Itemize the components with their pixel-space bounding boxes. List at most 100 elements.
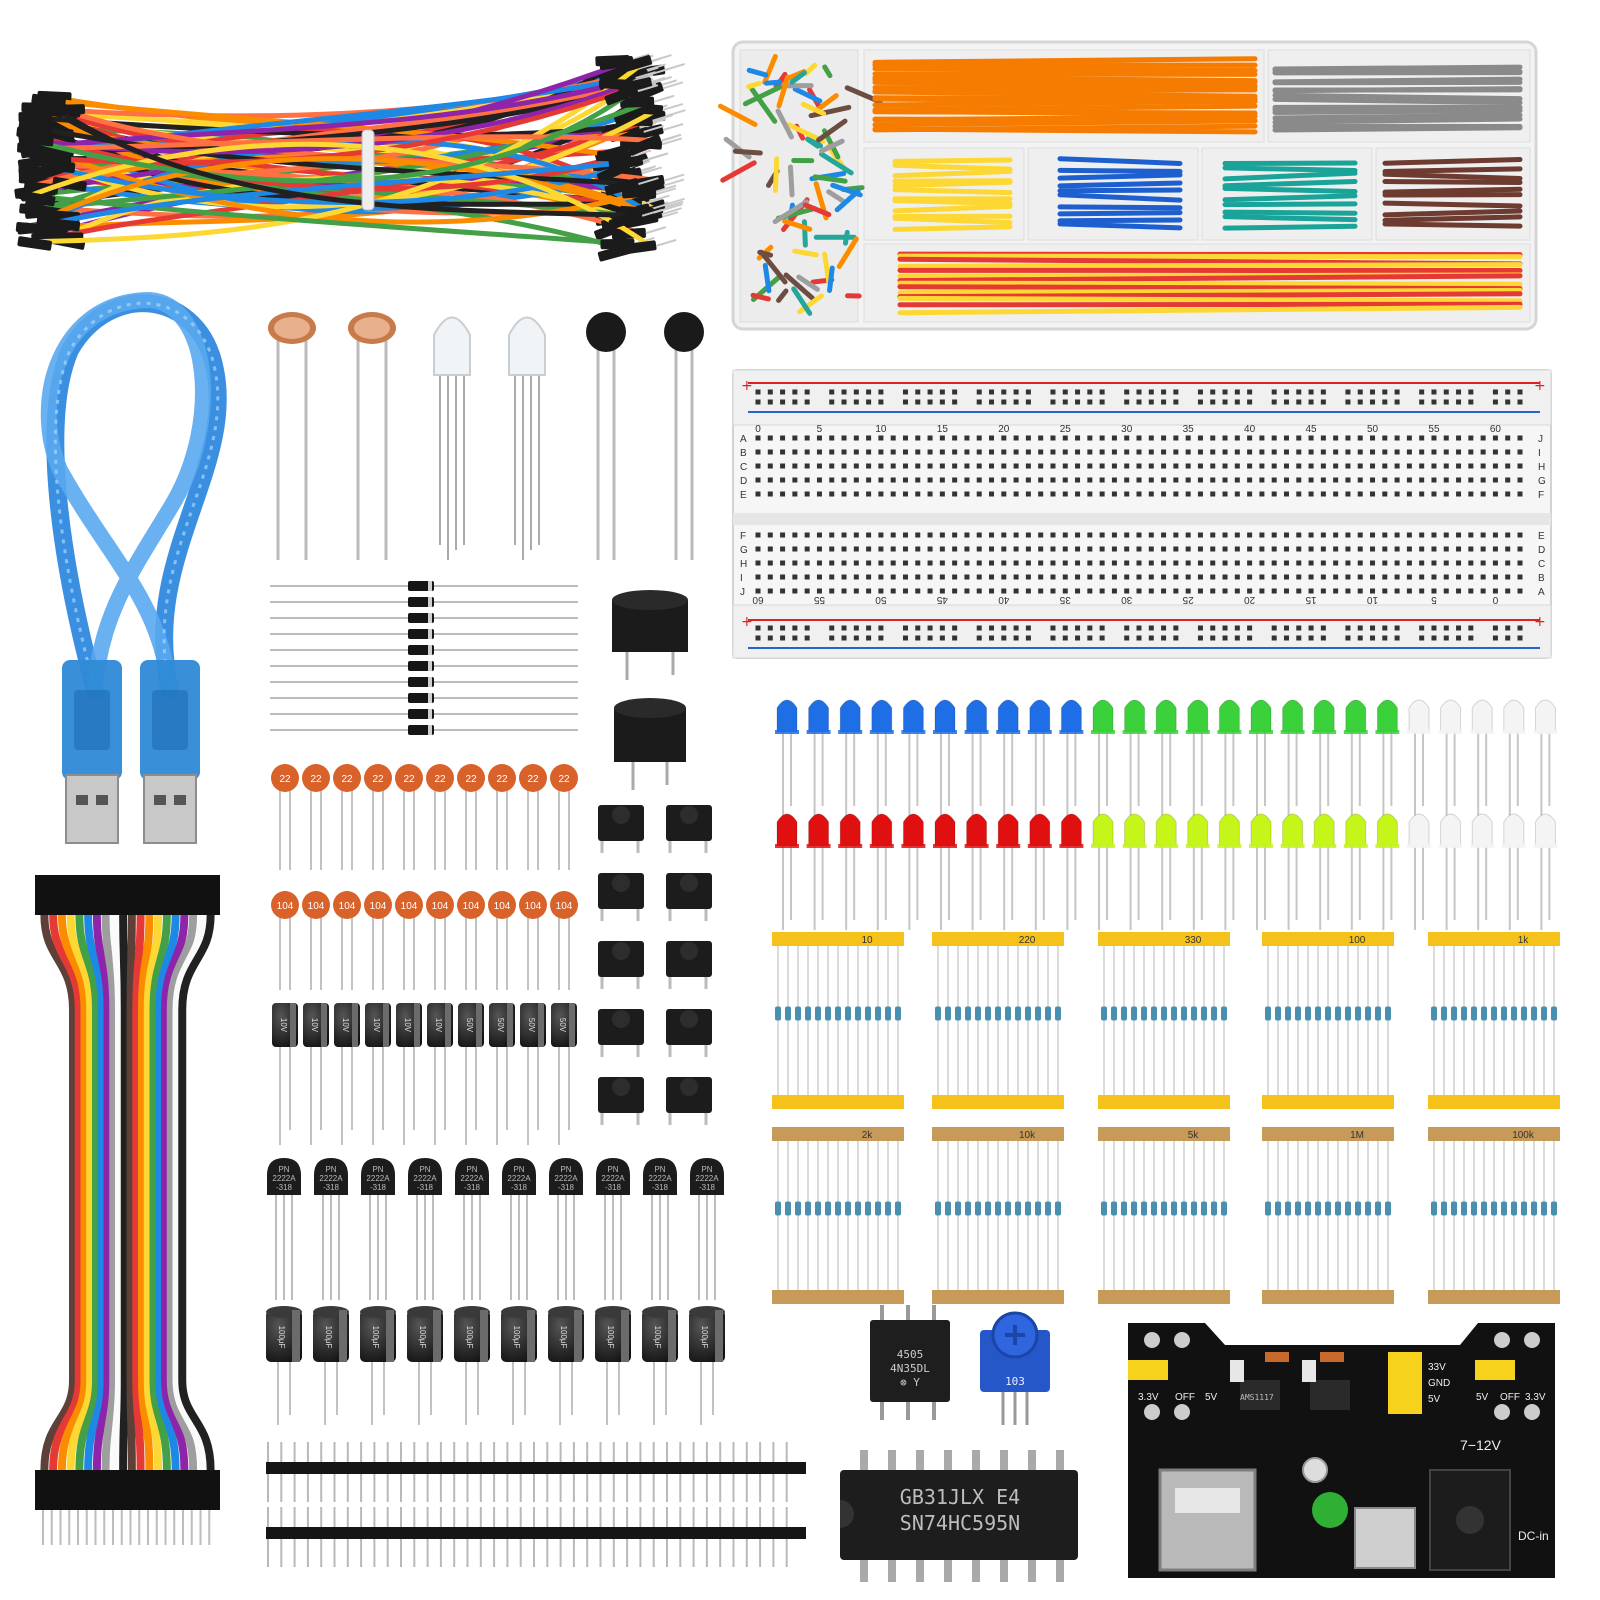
breadboard-hole xyxy=(1136,560,1142,566)
breadboard-hole xyxy=(816,574,822,580)
jumper-wire xyxy=(24,141,653,249)
rgb-leds xyxy=(433,316,546,560)
led xyxy=(1376,813,1398,847)
breadboard-hole xyxy=(1443,532,1449,538)
resistor-body xyxy=(1265,1201,1271,1216)
breadboard-hole xyxy=(1161,435,1167,441)
breadboard-rail-hole xyxy=(902,399,908,405)
capacitor-label: 22 xyxy=(465,774,477,785)
resistor-body xyxy=(1131,1006,1137,1021)
diode-band xyxy=(428,661,432,671)
led-rim xyxy=(1185,844,1210,848)
breadboard-rail-hole xyxy=(1075,635,1081,641)
resistor-tape xyxy=(932,1127,1064,1141)
jumper-wire xyxy=(54,107,639,219)
ceramic-capacitor xyxy=(302,764,330,792)
transistor-label-1: PN xyxy=(325,1165,336,1174)
resistor-body xyxy=(1345,1006,1351,1021)
led xyxy=(776,699,798,733)
breadboard-rail-hole xyxy=(767,399,773,405)
breadboard-hole xyxy=(1296,574,1302,580)
breadboard-hole xyxy=(1468,435,1474,441)
breadboard-hole xyxy=(816,588,822,594)
resistor-body xyxy=(1491,1006,1497,1021)
tactile-button-cap xyxy=(612,874,630,892)
breadboard-rail-hole xyxy=(1013,635,1019,641)
breadboard-hole xyxy=(1050,435,1056,441)
jumper-wire-preformed xyxy=(1057,187,1183,194)
breadboard-hole xyxy=(1247,435,1253,441)
breadboard-hole xyxy=(1283,477,1289,483)
resistor-body xyxy=(1441,1006,1447,1021)
resistor-body xyxy=(1335,1201,1341,1216)
breadboard-hole xyxy=(1370,574,1376,580)
jumper-wire-housing xyxy=(604,84,639,106)
jumper-wire-preformed xyxy=(1222,223,1358,231)
breadboard-hole xyxy=(890,435,896,441)
transistor-label-3: -318 xyxy=(699,1183,716,1192)
ic-pin xyxy=(1028,1450,1036,1472)
breadboard-column-number: 0 xyxy=(755,424,761,435)
breadboard-hole xyxy=(1173,477,1179,483)
breadboard-hole xyxy=(927,435,933,441)
breadboard-hole xyxy=(866,463,872,469)
breadboard-hole xyxy=(915,463,921,469)
capacitor-stripe xyxy=(574,1310,582,1362)
breadboard-hole xyxy=(1394,546,1400,552)
breadboard-rail-hole xyxy=(952,625,958,631)
breadboard-rail-hole xyxy=(853,625,859,631)
capacitor-label: 22 xyxy=(372,774,384,785)
breadboard-hole xyxy=(976,588,982,594)
breadboard-hole xyxy=(1431,588,1437,594)
breadboard-hole xyxy=(1357,449,1363,455)
resistor-body xyxy=(1541,1006,1547,1021)
breadboard-rail-hole xyxy=(804,635,810,641)
breadboard-hole xyxy=(829,588,835,594)
breadboard-hole xyxy=(902,560,908,566)
led xyxy=(1124,699,1146,733)
breadboard-hole xyxy=(1259,588,1265,594)
breadboard-hole xyxy=(976,477,982,483)
capacitor-rating: 50V xyxy=(558,1018,567,1033)
resistor-body xyxy=(1221,1006,1227,1021)
breadboard-hole xyxy=(853,532,859,538)
jumper-wire-short xyxy=(746,80,762,90)
potentiometer-label: 103 xyxy=(1005,1375,1025,1388)
resistor-body xyxy=(1055,1006,1061,1021)
breadboard-column-number: 60 xyxy=(752,594,764,605)
breadboard-hole xyxy=(915,574,921,580)
breadboard-rail-hole xyxy=(1517,399,1523,405)
breadboard-hole xyxy=(1492,588,1498,594)
breadboard-hole xyxy=(1345,588,1351,594)
breadboard-hole xyxy=(1406,546,1412,552)
breadboard-hole xyxy=(1370,546,1376,552)
usb-cable xyxy=(40,291,227,844)
breadboard-hole xyxy=(1406,588,1412,594)
breadboard-rail-hole xyxy=(1431,399,1437,405)
led-rim xyxy=(1217,844,1242,848)
resistor-body xyxy=(1151,1201,1157,1216)
jumper-wire-preformed xyxy=(1382,171,1523,181)
breadboard-hole xyxy=(1148,435,1154,441)
breadboard-hole xyxy=(1234,477,1240,483)
jumper-wire-preformed xyxy=(897,304,1523,316)
breadboard-hole xyxy=(1480,477,1486,483)
buzzer xyxy=(612,590,688,680)
resistor-body xyxy=(935,1201,941,1216)
breadboard-hole xyxy=(1271,588,1277,594)
led-rim xyxy=(1343,844,1368,848)
led-rim xyxy=(806,844,831,848)
breadboard-hole xyxy=(866,449,872,455)
resistor-body xyxy=(775,1006,781,1021)
led-rim xyxy=(806,730,831,734)
led xyxy=(1313,699,1335,733)
breadboard-hole xyxy=(989,449,995,455)
led xyxy=(871,813,893,847)
jumper-wire-preformed xyxy=(1382,179,1523,185)
ceramic-capacitor xyxy=(457,764,485,792)
breadboard-hole xyxy=(1271,546,1277,552)
breadboard-rail-hole xyxy=(1492,389,1498,395)
resistor-body xyxy=(1005,1006,1011,1021)
led xyxy=(1092,699,1114,733)
breadboard-hole xyxy=(939,588,945,594)
